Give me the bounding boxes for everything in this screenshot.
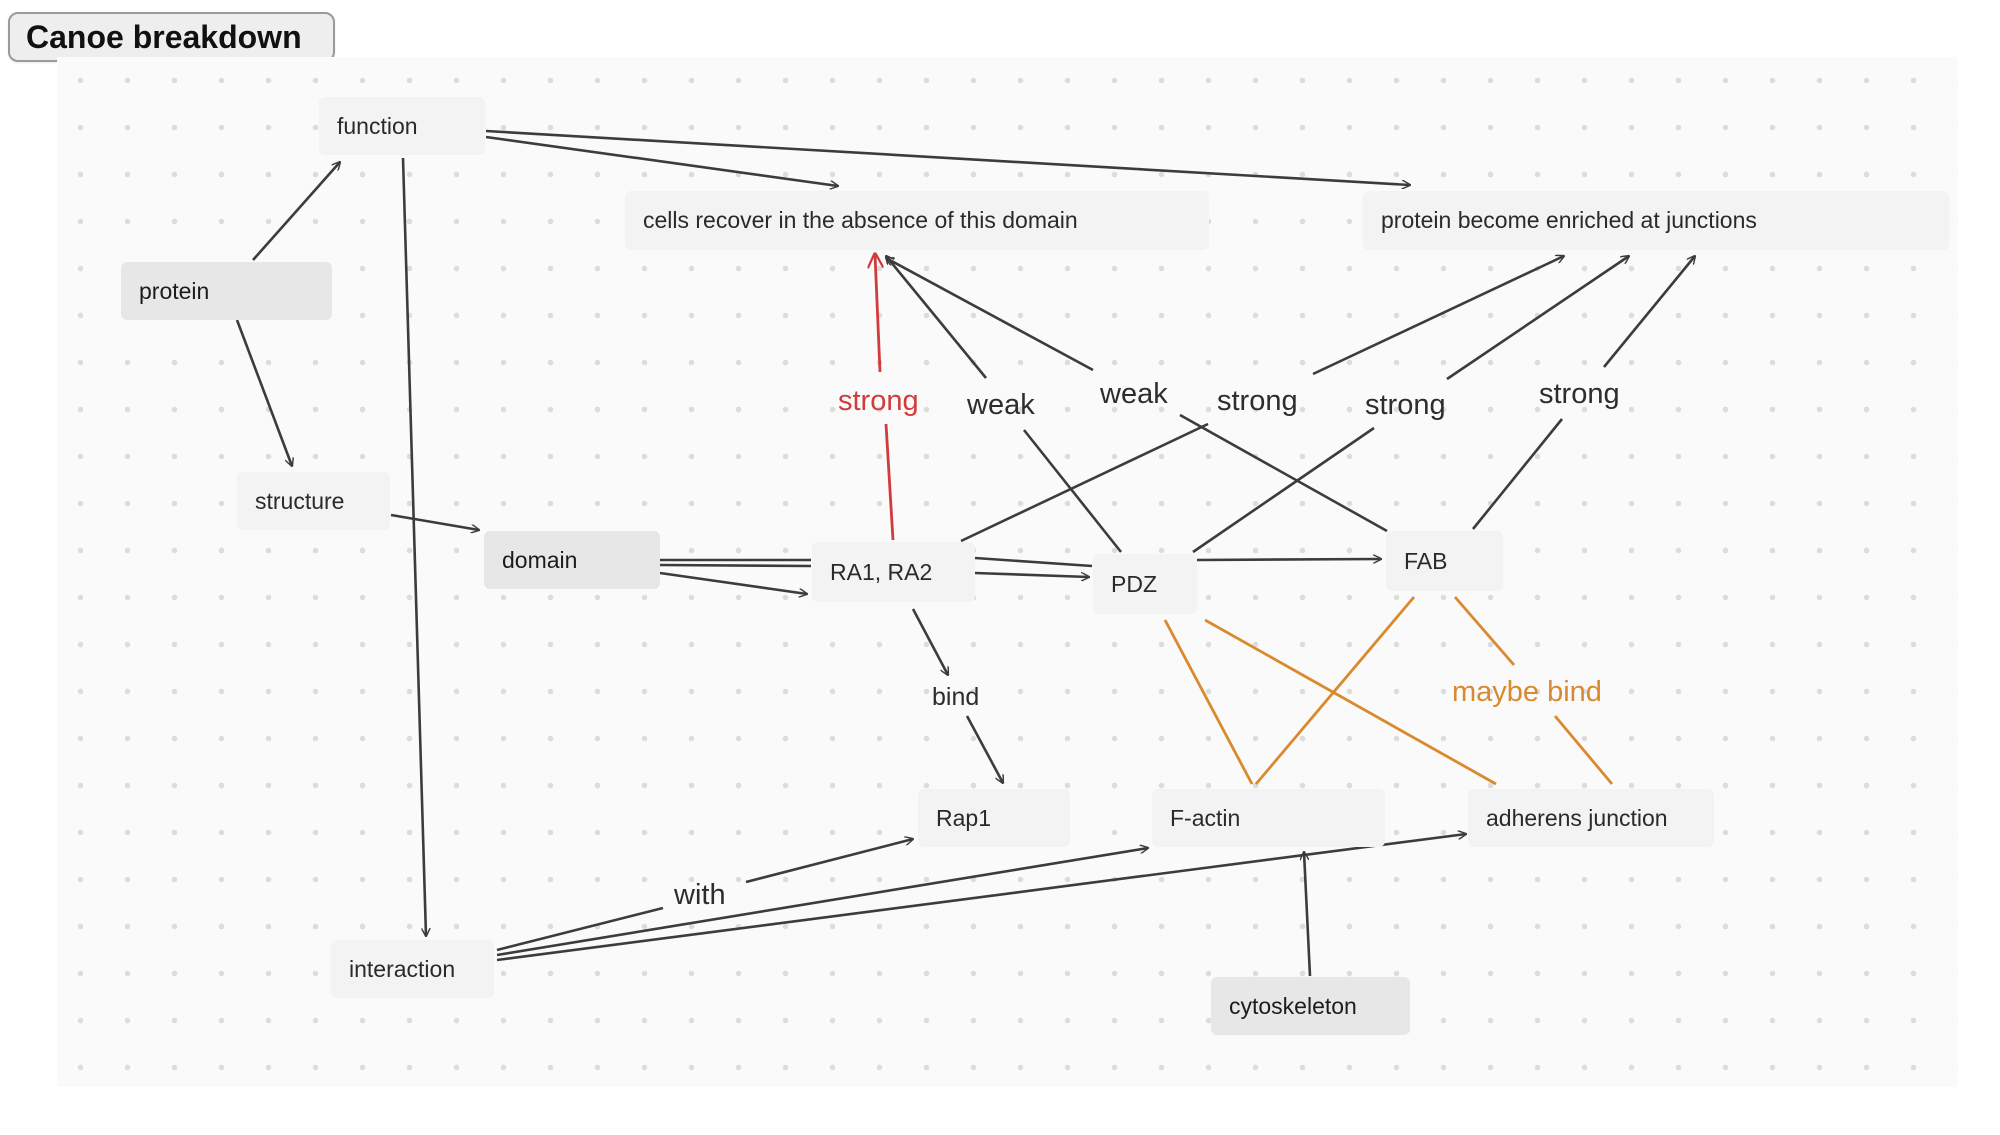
node-cells-recover[interactable]: cells recover in the absence of this dom… — [625, 191, 1209, 250]
node-interaction[interactable]: interaction — [331, 940, 494, 998]
node-protein[interactable]: protein — [121, 262, 332, 320]
node-cytoskeleton[interactable]: cytoskeleton — [1211, 977, 1410, 1035]
node-structure[interactable]: structure — [237, 472, 390, 530]
node-adherens-junction[interactable]: adherens junction — [1468, 789, 1714, 847]
node-function[interactable]: function — [319, 97, 485, 155]
node-ra1-ra2[interactable]: RA1, RA2 — [812, 542, 975, 602]
node-pdz[interactable]: PDZ — [1093, 554, 1197, 614]
node-protein-enriched[interactable]: protein become enriched at junctions — [1363, 191, 1949, 250]
board-title-button[interactable]: Canoe breakdown — [8, 12, 335, 62]
node-fab[interactable]: FAB — [1386, 531, 1503, 591]
node-rap1[interactable]: Rap1 — [918, 789, 1070, 847]
node-domain[interactable]: domain — [484, 531, 660, 589]
node-f-actin[interactable]: F-actin — [1152, 789, 1385, 847]
